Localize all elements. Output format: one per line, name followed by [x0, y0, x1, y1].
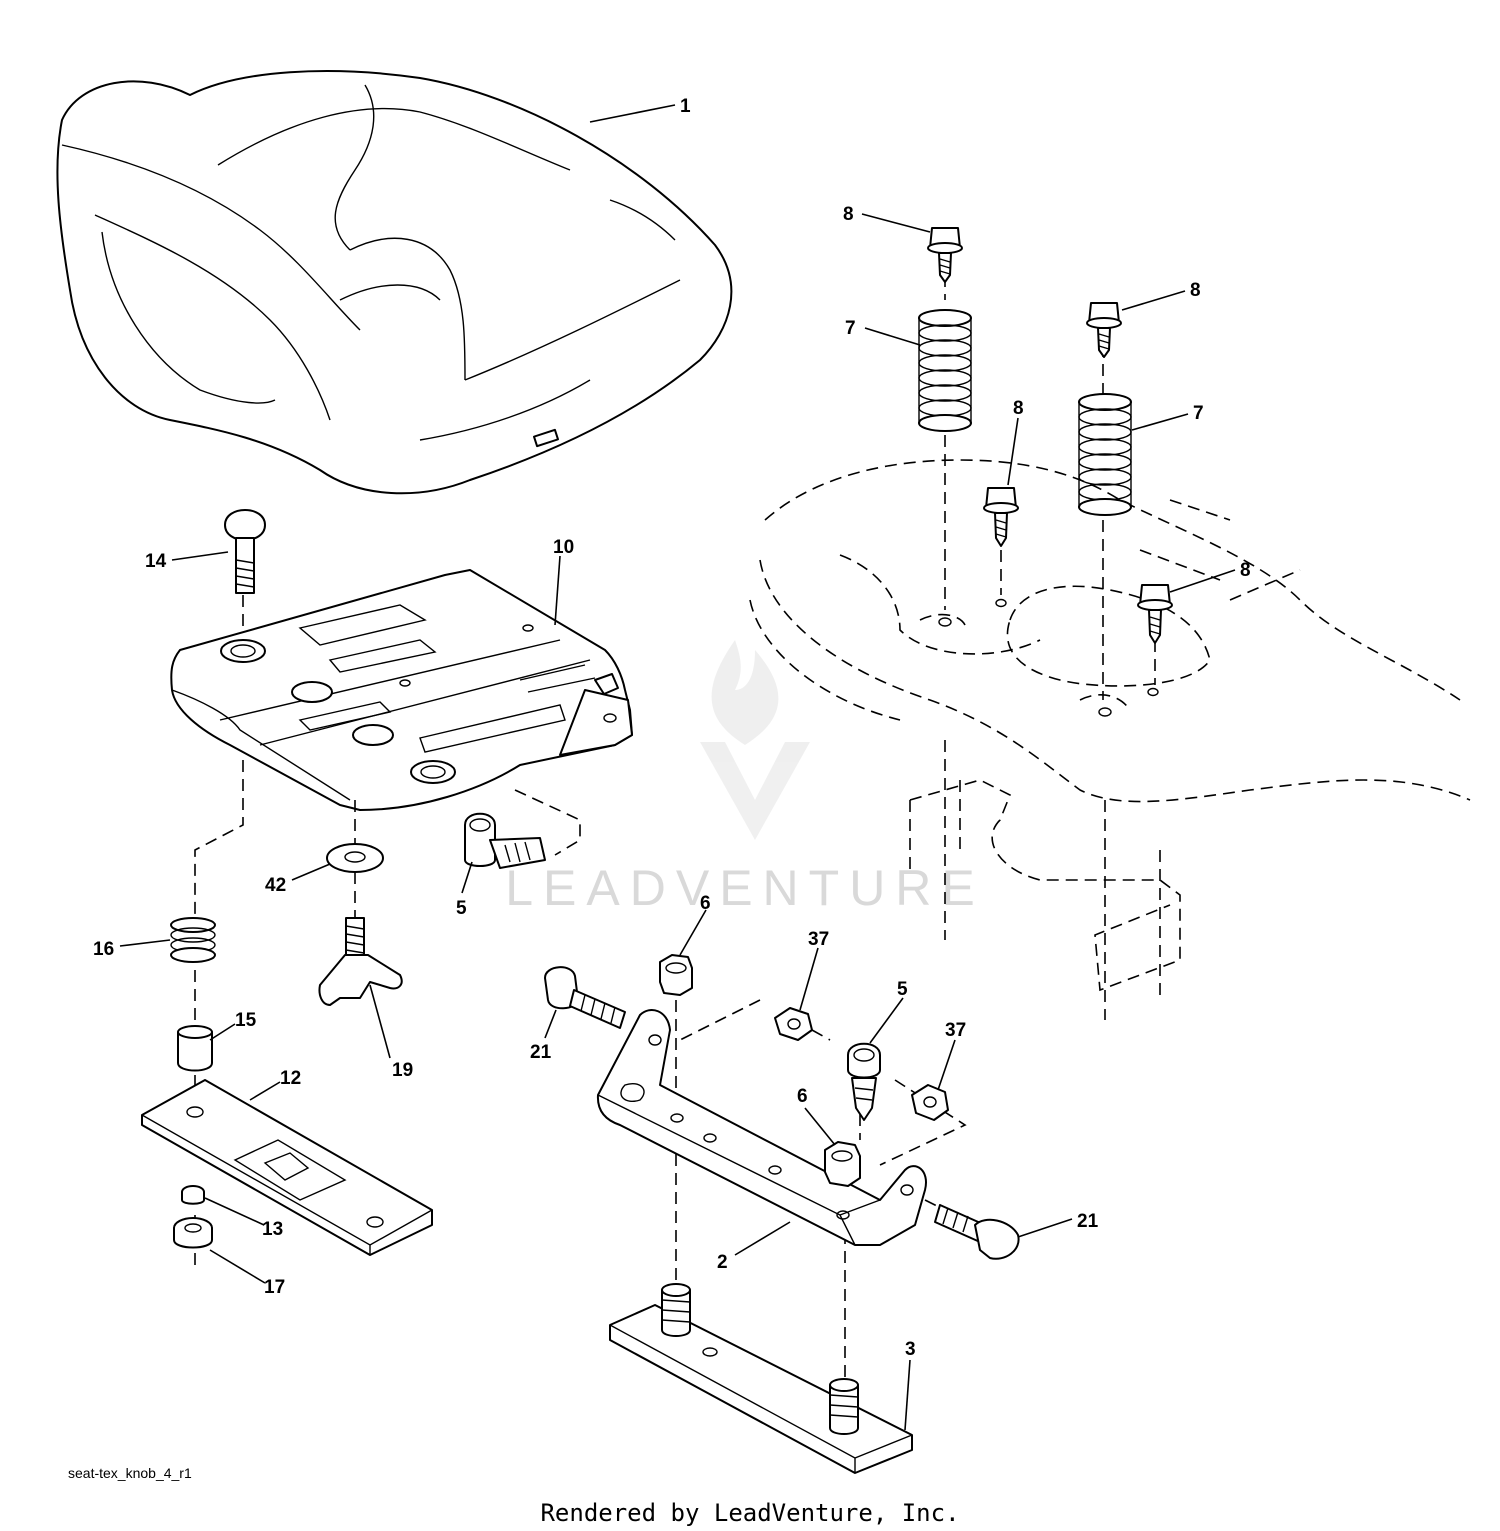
- base-plate-part-3[interactable]: [609, 1283, 913, 1474]
- watermark-text: LEADVENTURE: [505, 860, 985, 916]
- nut-part-13[interactable]: [181, 1185, 205, 1205]
- spring-part-7-right[interactable]: [1078, 393, 1132, 516]
- callout-8-c: 8: [1013, 398, 1024, 419]
- bolt-part-8-lower-right[interactable]: [1137, 584, 1173, 644]
- frame-outline-hidden: [749, 459, 1471, 1020]
- diagram-code: seat-tex_knob_4_r1: [68, 1465, 192, 1481]
- nut-part-37-lower[interactable]: [911, 1084, 949, 1121]
- lock-nut-part-6-upper[interactable]: [659, 954, 693, 996]
- watermark-logo: [700, 640, 810, 840]
- bolt-part-8-middle[interactable]: [983, 487, 1019, 547]
- callout-37-b: 37: [945, 1020, 966, 1041]
- clip-part-5-upper[interactable]: [464, 812, 546, 869]
- spacer-part-15[interactable]: [177, 1025, 213, 1072]
- callout-10: 10: [553, 537, 574, 558]
- seat-part-1[interactable]: [56, 70, 733, 495]
- callout-21-b: 21: [1077, 1211, 1099, 1232]
- washer-part-42[interactable]: [326, 843, 384, 873]
- callout-13: 13: [262, 1219, 283, 1240]
- seat-bracket-part-2[interactable]: [596, 1009, 927, 1246]
- callout-42: 42: [265, 875, 286, 896]
- callout-8-d: 8: [1240, 560, 1251, 581]
- callout-16: 16: [93, 939, 114, 960]
- callout-1: 1: [680, 96, 691, 117]
- callout-2: 2: [717, 1252, 728, 1273]
- shoulder-bolt-part-21-left[interactable]: [544, 966, 626, 1029]
- callout-15: 15: [235, 1010, 257, 1031]
- carriage-bolt-part-14[interactable]: [224, 509, 266, 594]
- callout-37-a: 37: [808, 929, 829, 950]
- callout-12: 12: [280, 1068, 301, 1089]
- callout-7-b: 7: [1193, 403, 1204, 424]
- callout-3: 3: [905, 1339, 916, 1360]
- lock-nut-part-6-lower[interactable]: [824, 1141, 861, 1187]
- bolt-part-8-top-right[interactable]: [1086, 302, 1122, 358]
- knob-part-19[interactable]: [318, 917, 403, 1006]
- callout-14: 14: [145, 551, 167, 572]
- spring-part-7-left[interactable]: [918, 309, 972, 432]
- callout-19: 19: [392, 1060, 413, 1081]
- callout-labels: 1 8 7 8 8 7 8 14 10 42 5 16 19 15 12 13 …: [93, 96, 1251, 1360]
- bolt-part-8-top-left[interactable]: [927, 227, 963, 283]
- spring-part-16[interactable]: [170, 917, 216, 963]
- callout-17: 17: [264, 1277, 285, 1298]
- assembly-centerlines: [944, 275, 1156, 700]
- callout-6-a: 6: [700, 893, 711, 914]
- nut-part-37-upper[interactable]: [774, 1007, 813, 1041]
- flange-nut-part-17[interactable]: [173, 1217, 213, 1249]
- callout-6-b: 6: [797, 1086, 808, 1107]
- callout-8-b: 8: [1190, 280, 1201, 301]
- slide-plate-part-12[interactable]: [141, 1079, 433, 1256]
- callout-7-a: 7: [845, 318, 856, 339]
- callout-8-a: 8: [843, 204, 854, 225]
- callout-5-a: 5: [456, 898, 467, 919]
- footer-credit: Rendered by LeadVenture, Inc.: [540, 1499, 959, 1527]
- shoulder-bolt-part-21-right[interactable]: [934, 1204, 1020, 1260]
- seat-pan-part-10[interactable]: [170, 569, 633, 811]
- clip-part-5-lower[interactable]: [847, 1042, 881, 1121]
- callout-21-a: 21: [530, 1042, 552, 1063]
- callout-5-b: 5: [897, 979, 908, 1000]
- leader-lines: [119, 104, 1236, 1431]
